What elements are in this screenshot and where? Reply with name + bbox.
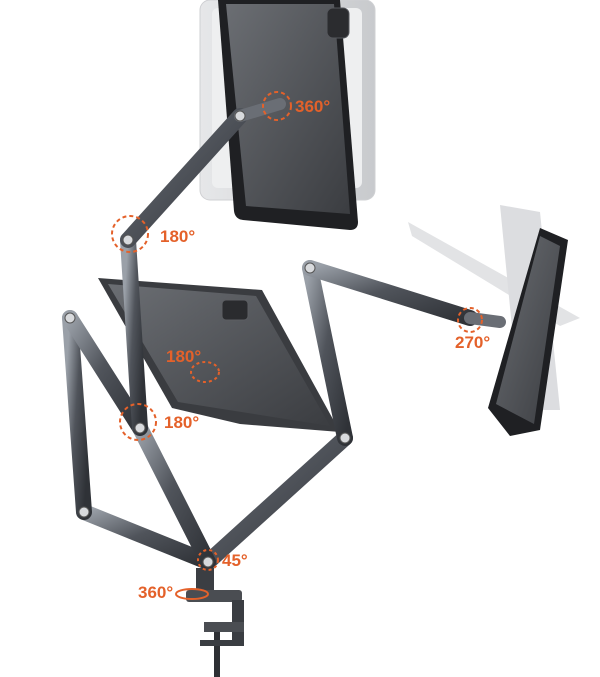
clamp-base	[186, 568, 244, 677]
angle-label-base-joint: 45°	[222, 551, 248, 570]
angle-label-tablet-mount: 360°	[295, 97, 330, 116]
arm-segments	[62, 98, 506, 570]
angle-label-side-mount: 270°	[455, 333, 490, 352]
middle-tablet	[98, 278, 340, 432]
right-tablet	[488, 228, 568, 436]
arm-joints	[64, 110, 351, 568]
angle-label-center-mount: 180°	[166, 347, 201, 366]
angle-label-lower-elbow: 180°	[164, 413, 199, 432]
angle-label-clamp-base: 360°	[138, 583, 173, 602]
rotation-indicators	[111, 91, 483, 600]
angle-label-upper-elbow: 180°	[160, 227, 195, 246]
